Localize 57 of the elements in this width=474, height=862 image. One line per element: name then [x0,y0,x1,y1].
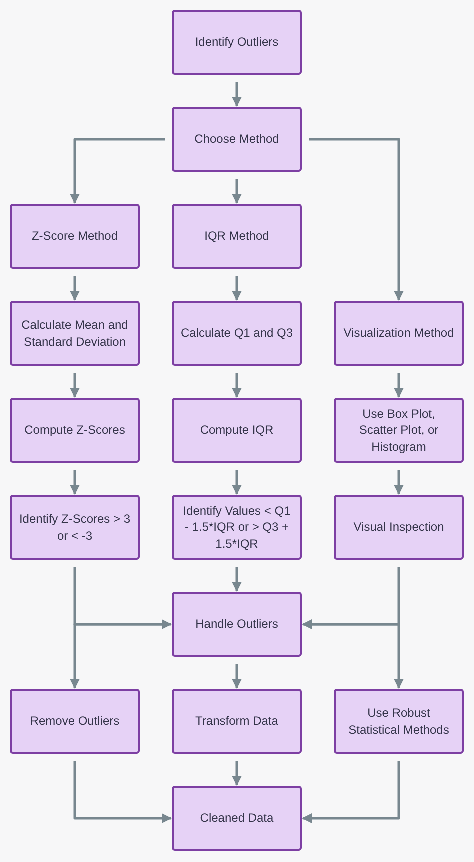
process-box [172,204,302,269]
box-label: Calculate Q1 and Q3 [180,325,294,342]
arrow [309,623,404,689]
box-label: Identify Values < Q1 - 1.5*IQR or > Q3 + 1.5*IQR [182,503,292,552]
arrow [309,138,404,301]
box-label: Identify Z-Scores > 3 or < -3 [18,511,132,544]
process-box [172,10,302,75]
process-box [334,689,464,754]
process-box [172,495,302,560]
arrow [232,664,242,689]
process-box [172,398,302,463]
box-label: Compute IQR [200,422,274,439]
arrow [302,567,400,630]
process-box [10,301,140,366]
arrow [232,373,242,398]
arrow [232,567,242,592]
arrow [74,761,172,824]
process-box [172,786,302,851]
process-box [10,204,140,269]
box-label: Visualization Method [344,325,454,342]
box-label: Transform Data [196,713,278,730]
box-label: Remove Outliers [30,713,120,730]
process-box [334,495,464,560]
arrow [70,373,80,398]
process-box [10,398,140,463]
arrow [394,373,404,398]
process-box [10,689,140,754]
process-box [172,689,302,754]
arrow [232,470,242,495]
box-label: Z-Score Method [32,228,118,245]
process-box [172,107,302,172]
arrow [232,179,242,204]
box-label: Visual Inspection [354,519,444,536]
box-label: Identify Outliers [195,34,279,51]
arrow [394,470,404,495]
arrow [70,470,80,495]
box-label: Compute Z-Scores [24,422,126,439]
box-label: Handle Outliers [196,616,278,633]
arrow [70,138,165,204]
box-label: Calculate Mean and Standard Deviation [20,317,130,350]
process-box [172,592,302,657]
arrow [302,761,400,824]
box-label: Choose Method [194,131,280,148]
box-label: Use Robust Statistical Methods [348,705,450,738]
arrow [232,276,242,301]
box-label: Use Box Plot, Scatter Plot, or Histogram [358,406,440,455]
process-box [172,301,302,366]
arrow [70,276,80,301]
arrow [232,761,242,786]
box-label: IQR Method [204,228,270,245]
process-box [334,301,464,366]
process-box [10,495,140,560]
process-box [334,398,464,463]
arrow [232,82,242,107]
arrow [70,623,165,689]
arrow [74,567,172,630]
box-label: Cleaned Data [200,810,274,827]
